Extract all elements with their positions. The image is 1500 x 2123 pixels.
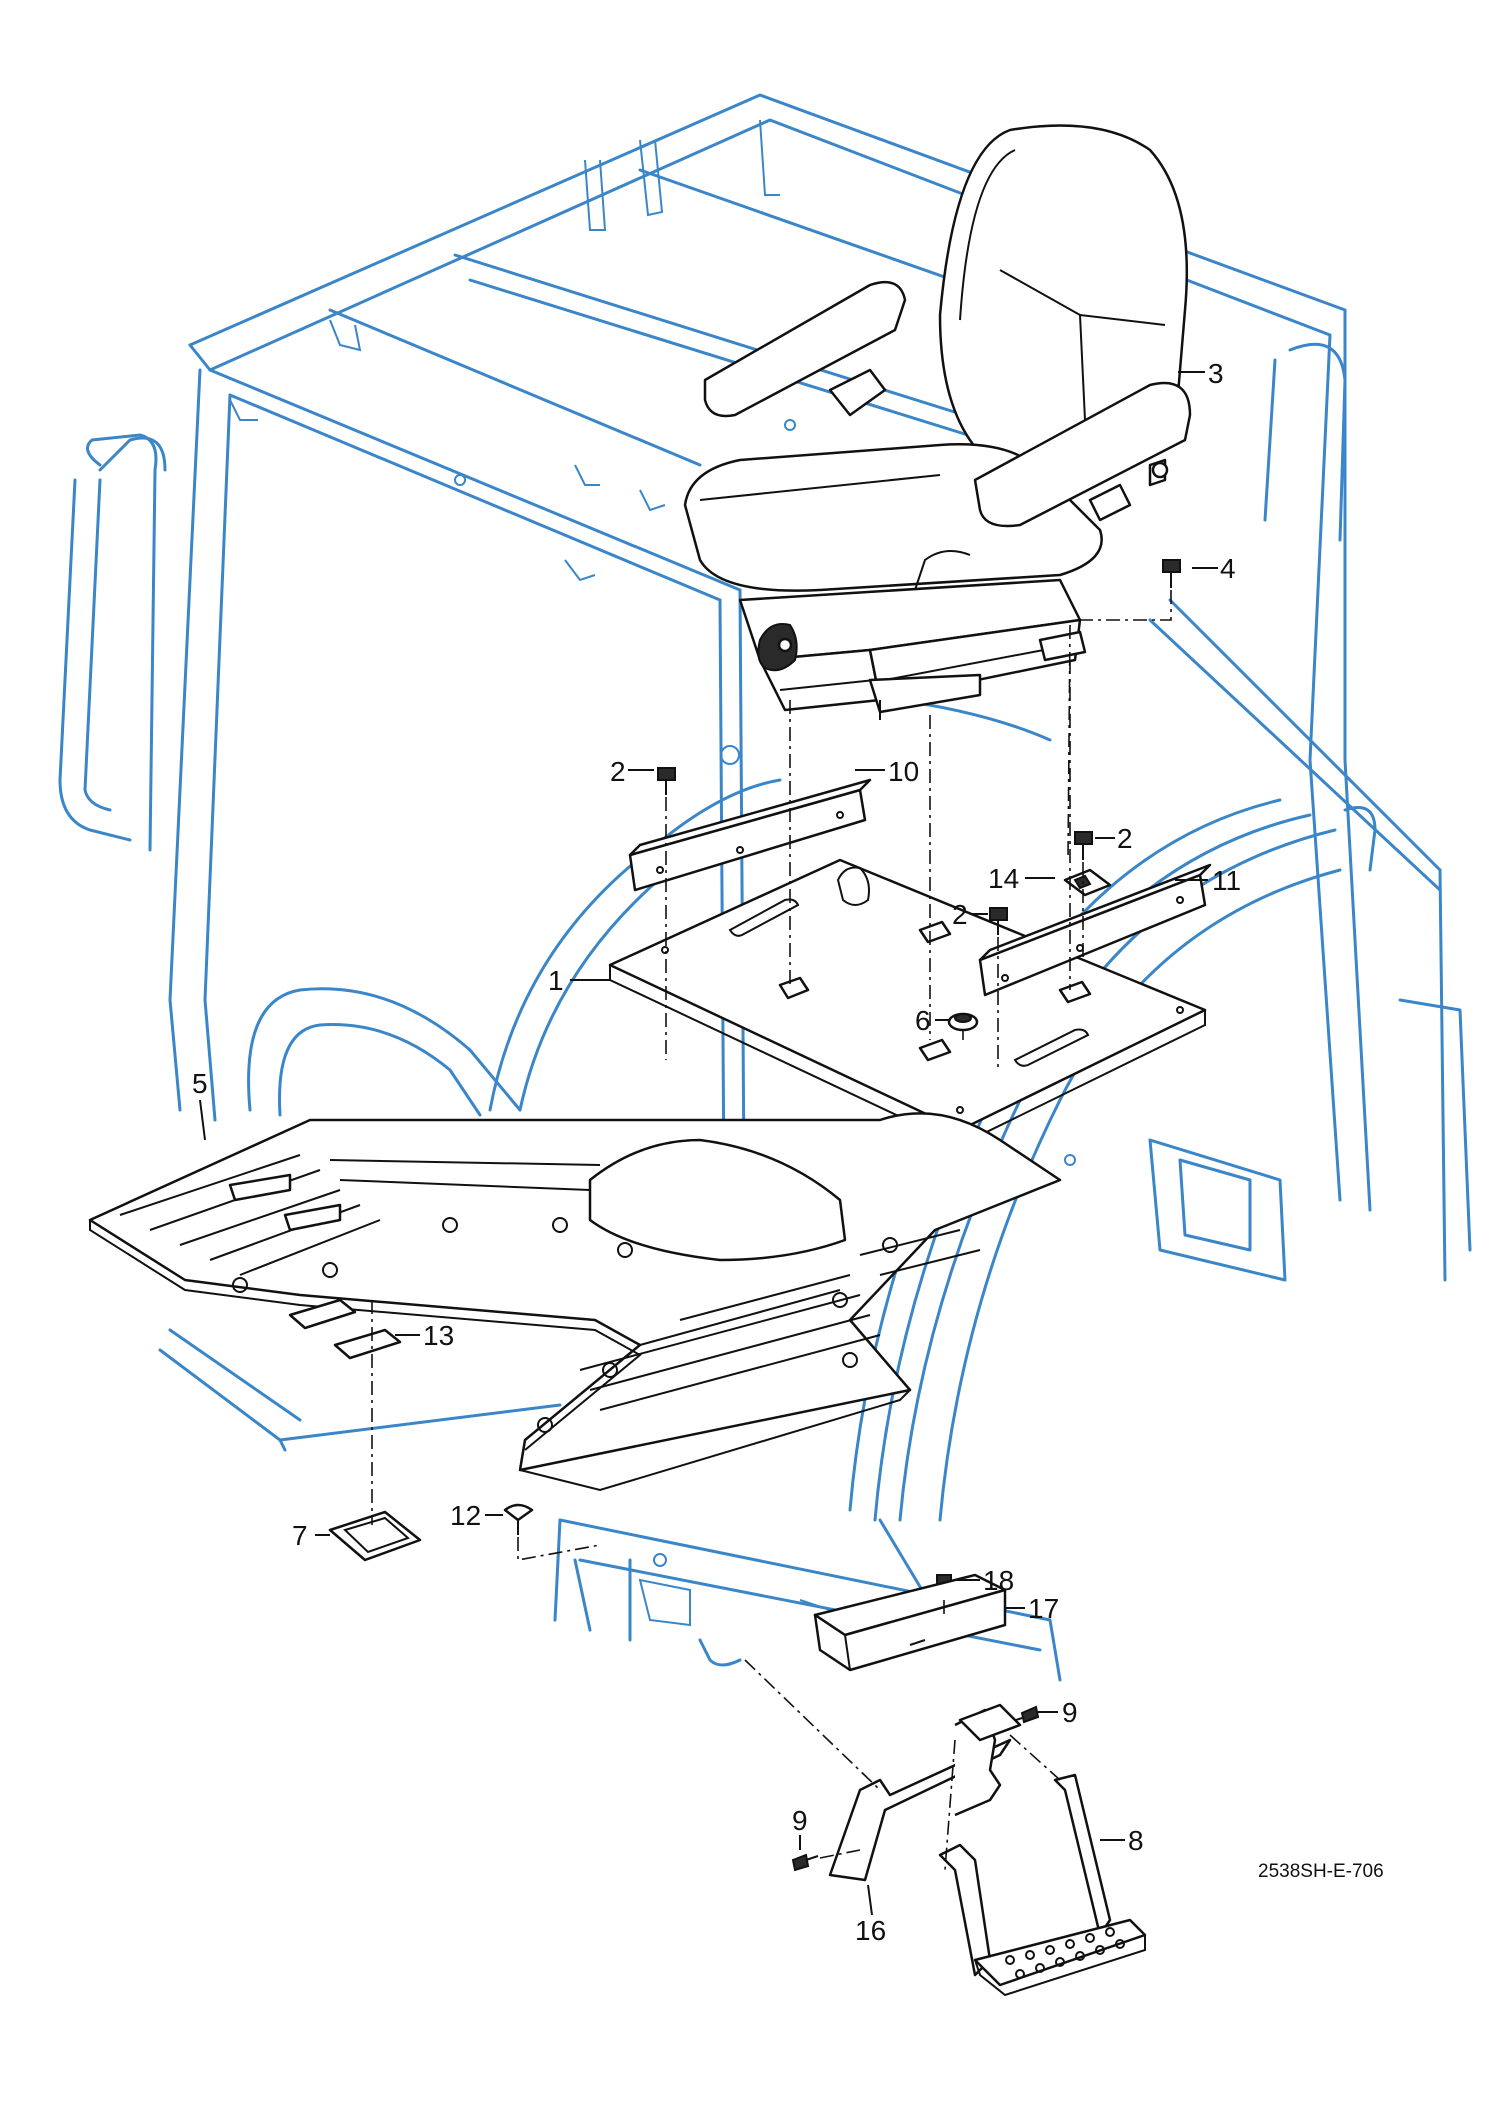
assembly-lines [371, 590, 1172, 1871]
callout-5: 5 [192, 1068, 208, 1099]
cab-frame [58, 93, 1472, 1682]
callout-2-upper-right: 2 [1117, 823, 1133, 854]
step-bracket [828, 1703, 1022, 1882]
step-frame [938, 1773, 1147, 1997]
leader-lines [199, 371, 1218, 1916]
bolt-2-mid-right [989, 907, 1008, 935]
callout-7: 7 [292, 1520, 308, 1551]
callout-12: 12 [450, 1500, 481, 1531]
callout-13: 13 [423, 1320, 454, 1351]
callout-11: 11 [1212, 865, 1241, 896]
clip-12 [503, 1503, 534, 1535]
callout-3: 3 [1208, 358, 1224, 389]
callout-6: 6 [915, 1005, 931, 1036]
callout-16: 16 [855, 1915, 886, 1946]
callout-4: 4 [1220, 553, 1236, 584]
floor-mat [88, 1112, 1062, 1492]
rubber-grommet [947, 1012, 979, 1032]
callout-9-lower: 9 [792, 1805, 808, 1836]
callout-2-mid-right: 2 [952, 899, 968, 930]
callout-8: 8 [1128, 1825, 1144, 1856]
floor-cover [328, 1510, 422, 1562]
operator-seat [683, 124, 1192, 720]
angle-bracket-right [978, 863, 1212, 997]
callout-18: 18 [983, 1565, 1014, 1596]
callout-14: 14 [988, 863, 1019, 894]
bolt-4 [1162, 559, 1181, 588]
bolt-9-lower [791, 1853, 819, 1872]
angle-bracket-left [628, 778, 872, 892]
callout-17: 17 [1028, 1593, 1059, 1624]
callout-2-left: 2 [610, 756, 626, 787]
callout-9-upper: 9 [1062, 1697, 1078, 1728]
callout-10: 10 [888, 756, 919, 787]
callouts: 1 2 2 2 3 4 5 6 7 8 9 9 10 11 12 13 14 1… [192, 358, 1384, 1946]
callout-1: 1 [548, 965, 564, 996]
storage-tray [813, 1573, 1007, 1672]
seat-mounting-plate [608, 858, 1207, 1147]
drawing-id-label: 2538SH-E-706 [1258, 1861, 1384, 1882]
mat-plug-pair [288, 1298, 402, 1360]
bolt-2-upper-right [1074, 831, 1093, 860]
bolt-2-left [657, 767, 676, 795]
